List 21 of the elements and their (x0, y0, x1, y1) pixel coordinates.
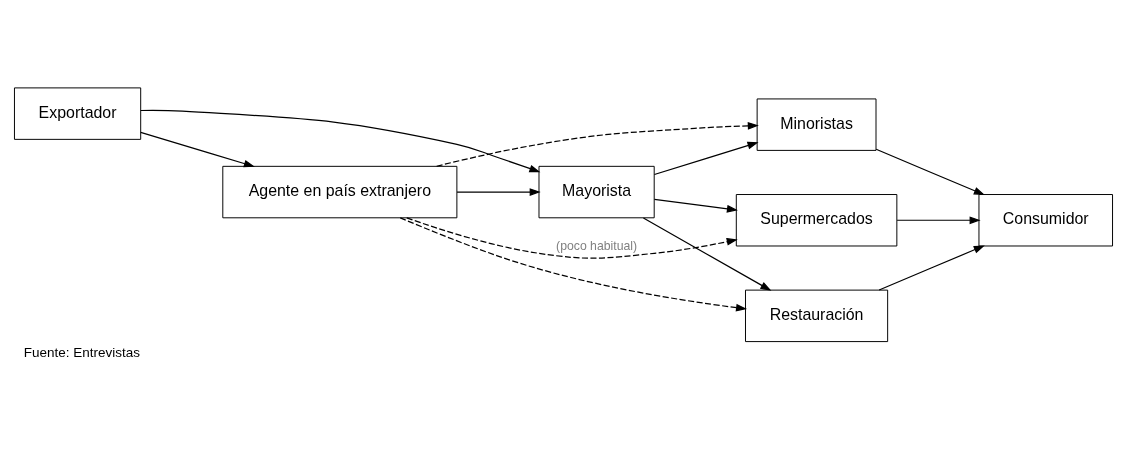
node-box: Mayorista (538, 165, 655, 218)
arrow (875, 148, 985, 195)
node-box: Restauración (745, 289, 889, 342)
node-box: Agente en país extranjero (222, 165, 458, 218)
node-box: Supermercados (735, 193, 898, 246)
arrow (642, 216, 772, 291)
arrow (653, 198, 738, 213)
arrow (896, 215, 981, 224)
edge-label: (poco habitual) (556, 238, 638, 253)
arrow (456, 187, 541, 196)
node-box: Minoristas (756, 97, 877, 151)
arrow (406, 216, 738, 259)
arrow (399, 216, 748, 311)
node-box: Exportador (13, 86, 142, 140)
arrow (140, 131, 255, 167)
caption: Fuente: Entrevistas (23, 344, 140, 360)
node-box: Consumidor (978, 193, 1114, 246)
arrow (653, 141, 759, 175)
arrow (878, 244, 985, 291)
arrow (140, 109, 541, 172)
arrow (436, 121, 759, 167)
